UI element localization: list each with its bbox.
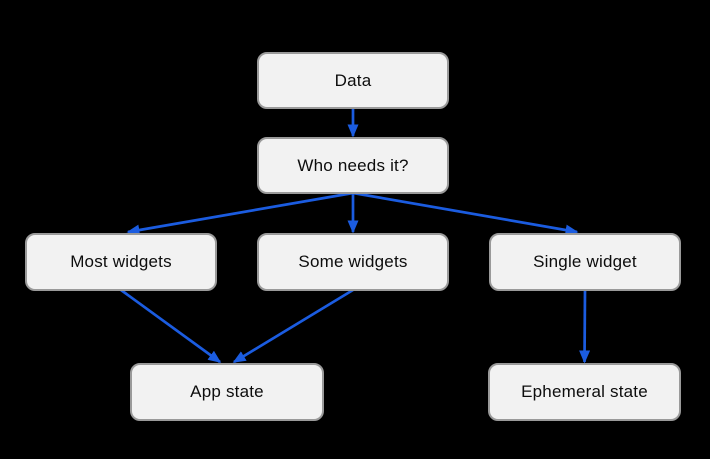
node-data: Data bbox=[257, 52, 449, 109]
edge-some-widgets-to-app-state bbox=[232, 288, 354, 364]
node-who-needs-it: Who needs it? bbox=[257, 137, 449, 194]
edge-most-widgets-to-app-state bbox=[120, 288, 222, 364]
node-label-some-widgets: Some widgets bbox=[298, 252, 408, 271]
node-most-widgets: Most widgets bbox=[25, 233, 217, 291]
edge-single-widget-to-ephemeral-state bbox=[579, 289, 591, 364]
edge-who-needs-it-to-single-widget bbox=[352, 191, 579, 236]
node-ephemeral-state: Ephemeral state bbox=[488, 363, 681, 421]
node-label-single-widget: Single widget bbox=[533, 252, 637, 271]
node-single-widget: Single widget bbox=[489, 233, 681, 291]
edge-who-needs-it-to-most-widgets bbox=[126, 191, 354, 236]
node-label-data: Data bbox=[334, 70, 372, 90]
node-label-most-widgets: Most widgets bbox=[70, 252, 172, 271]
node-some-widgets: Some widgets bbox=[257, 233, 449, 291]
node-label-ephemeral-state: Ephemeral state bbox=[521, 382, 648, 401]
node-label-app-state: App state bbox=[190, 382, 264, 401]
node-app-state: App state bbox=[130, 363, 324, 421]
node-label-who-needs-it: Who needs it? bbox=[297, 155, 409, 175]
